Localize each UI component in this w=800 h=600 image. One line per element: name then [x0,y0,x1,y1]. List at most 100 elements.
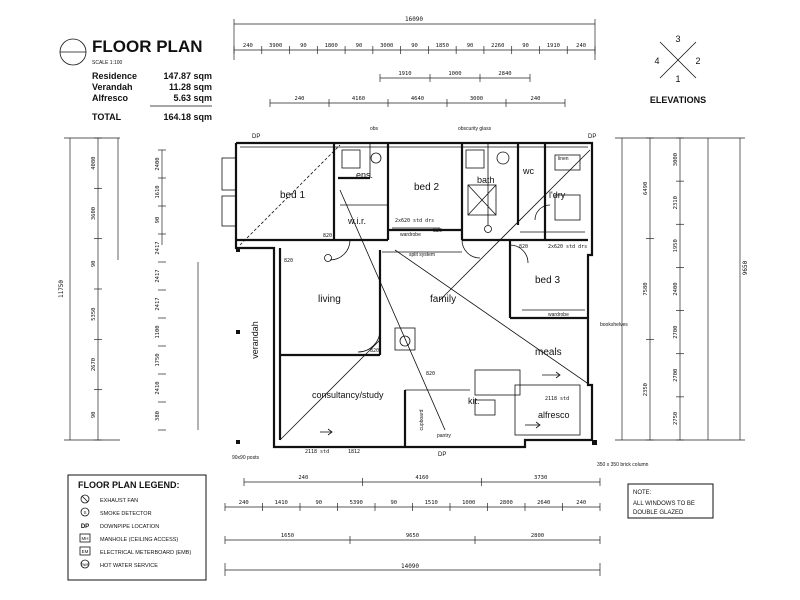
note-brick-column: 350 x 350 brick column [597,462,649,468]
dim-value: 5390 [350,500,363,506]
label-wardrobe-bed2: wardrobe [400,232,421,238]
dim-value: 90 [91,261,97,268]
svg-text:S: S [83,510,86,515]
room-label-cupboard: cupboard [419,409,425,430]
label-linen: linen [558,156,569,162]
dim-top-overall: 16090 [405,16,423,23]
room-label-wir: w.i.r. [347,216,366,226]
room-label-ensuite: ens. [356,170,373,180]
legend-symbol-ef-icon [80,494,90,504]
note-title: NOTE: [633,490,652,496]
note-line1: ALL WINDOWS TO BE [633,501,695,507]
room-label-meals: meals [535,347,562,358]
dim-left-overall: 11750 [58,280,65,298]
bay-window [221,195,237,227]
room-label-consultancy: consultancy/study [312,390,384,400]
note-posts: 90x90 posts [232,455,259,461]
legend-label: SMOKE DETECTOR [100,511,152,517]
dim-value: 4080 [91,157,97,170]
area-value-residence: 147.87 sqm [163,71,212,81]
dim-value: 2417 [155,269,161,282]
dim-value: 2260 [491,43,504,49]
legend-label: DOWNPIPE LOCATION [100,524,159,530]
dim-value: 7580 [643,282,649,295]
dim-door: 2118 std [545,396,569,402]
dim-value: 2800 [500,500,513,506]
dim-right-overall: 9650 [742,260,749,275]
svg-text:MH: MH [82,536,89,541]
legend-label: MANHOLE (CEILING ACCESS) [100,537,178,543]
alfresco-area [514,384,581,436]
smoke-detector-icon [324,254,332,262]
brick-column [592,440,597,445]
legend-symbol-mh-icon: MH [79,533,91,543]
dim-value: 2417 [155,297,161,310]
svg-text:DP: DP [81,524,89,530]
dim-value: 6490 [643,182,649,195]
dim-value: 240 [576,43,586,49]
room-label-living: living [318,294,341,305]
dim-value: 90 [522,43,529,49]
dim-value: 1850 [436,43,449,49]
dim-value: 3000 [380,43,393,49]
dim-value: 1950 [673,239,679,252]
legend-symbol-s-icon: S [80,507,90,517]
room-label-bed3: bed 3 [535,275,560,286]
area-label-verandah: Verandah [92,82,133,92]
room-label-wc: wc [522,166,534,176]
dim-value: 2350 [643,383,649,396]
room-label-kitchen: kit. [468,396,480,406]
dim-value: 240 [576,500,586,506]
area-label-alfresco: Alfresco [92,93,129,103]
dim-value: 90 [300,43,307,49]
total-label: TOTAL [92,112,122,122]
dim-door: 820 [284,258,293,264]
dim-value: 3600 [91,207,97,220]
dim-value: 240 [298,475,308,481]
manhole-icon [394,327,416,351]
dim-door: 820 [519,244,528,250]
dim-value: 2410 [155,381,161,394]
legend-title: FLOOR PLAN LEGEND: [78,480,180,490]
plan-scale: SCALE 1:100 [92,60,123,66]
note-box: NOTE: ALL WINDOWS TO BE DOUBLE GLAZED [627,483,714,519]
dim-door: 2x620 std drs [395,218,434,224]
room-label-laundry: l'dry [549,190,566,200]
dim-value: 3000 [673,153,679,166]
svg-text:EM: EM [82,549,89,554]
dim-value: 90 [411,43,418,49]
note-downpipe: DP [438,452,446,458]
toilet-icon [496,151,510,165]
dim-value: 3730 [534,475,547,481]
note-downpipe: DP [588,134,596,140]
dim-value: 4160 [352,96,365,102]
dim-value: 1800 [325,43,338,49]
legend-label: ELECTRICAL METERBOARD (EMB) [100,550,191,556]
room-label-bed1: bed 1 [280,190,305,201]
dim-value: 1610 [155,185,161,198]
area-value-verandah: 11.28 sqm [169,82,212,92]
label-wardrobe-bed3: wardrobe [548,312,569,318]
note-downpipe: DP [252,134,260,140]
smoke-detector-icon [484,225,492,233]
elevation-number-1: 1 [675,74,680,84]
dim-value: 2800 [531,533,544,539]
dim-door: 820 [433,228,442,234]
dim-value: 90 [467,43,474,49]
dim-value: 2400 [673,282,679,295]
dim-value: 3000 [470,96,483,102]
dim-value: 1100 [155,325,161,338]
dim-value: 90 [390,500,397,506]
dim-value: 1510 [425,500,438,506]
area-label-residence: Residence [92,71,137,81]
dim-value: 9650 [406,533,419,539]
dim-value: 240 [295,96,305,102]
elevation-number-3: 3 [675,34,680,44]
legend-symbol-em-icon: EM [79,546,91,556]
area-value-alfresco: 5.63 sqm [173,93,212,103]
basin-icon [341,149,361,169]
dim-value: 90 [356,43,363,49]
